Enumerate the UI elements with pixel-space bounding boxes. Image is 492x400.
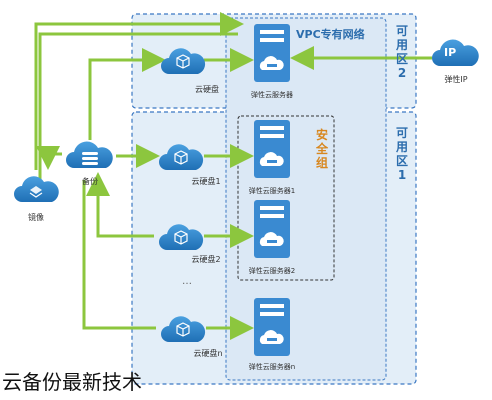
security-group-label: 安全组 [316, 128, 329, 170]
ip-cloud-icon [432, 39, 479, 66]
cube-cloud-icon [159, 144, 204, 170]
server-1-label: 弹性云服务器1 [248, 187, 296, 195]
mirror-node [12, 174, 60, 206]
server-1-node [252, 118, 292, 180]
cloud-icon [14, 176, 59, 202]
eip-label: 弹性IP [444, 75, 468, 84]
ellipsis: … [182, 276, 192, 287]
vpc-network [225, 17, 387, 381]
backup-label: 备份 [82, 177, 98, 186]
cube-cloud-icon [161, 316, 206, 342]
eip-badge: IP [444, 46, 457, 59]
security-group [237, 115, 335, 281]
cloud-disk-2-label: 云硬盘2 [191, 255, 221, 264]
cloud-disk-1-label: 云硬盘1 [191, 177, 221, 186]
mirror-label: 镜像 [28, 213, 44, 222]
server-top-label: 弹性云服务器 [251, 91, 293, 99]
zone-1-label: 可用区1 [396, 126, 409, 182]
cloud-disk-top-label: 云硬盘 [195, 85, 219, 94]
server-icon [254, 24, 290, 82]
eip-node: IP [430, 36, 480, 70]
cube-cloud-icon [159, 224, 204, 250]
server-icon [254, 200, 290, 258]
server-icon [254, 120, 290, 178]
vpc-label: VPC专有网络 [296, 28, 365, 41]
server-2-node [252, 198, 292, 260]
server-icon [254, 298, 290, 356]
cloud-disk-n-label: 云硬盘n [193, 349, 223, 358]
caption: 云备份最新技术 [2, 370, 142, 394]
zone-2-label: 可用区2 [396, 24, 409, 80]
server-2-label: 弹性云服务器2 [248, 267, 296, 275]
cloud-disk-n-node [160, 312, 206, 344]
cloud-disk-1-node [158, 140, 204, 172]
backup-flow-arrows [34, 12, 432, 340]
cloud-disk-top-node [160, 44, 206, 76]
cube-cloud-icon [161, 48, 206, 74]
cloud-backup-icon [66, 141, 113, 168]
backup-node [64, 138, 116, 172]
server-n-node [252, 296, 292, 358]
server-top-node [252, 22, 292, 84]
cloud-disk-2-node [158, 220, 204, 252]
server-n-label: 弹性云服务器n [248, 363, 296, 371]
